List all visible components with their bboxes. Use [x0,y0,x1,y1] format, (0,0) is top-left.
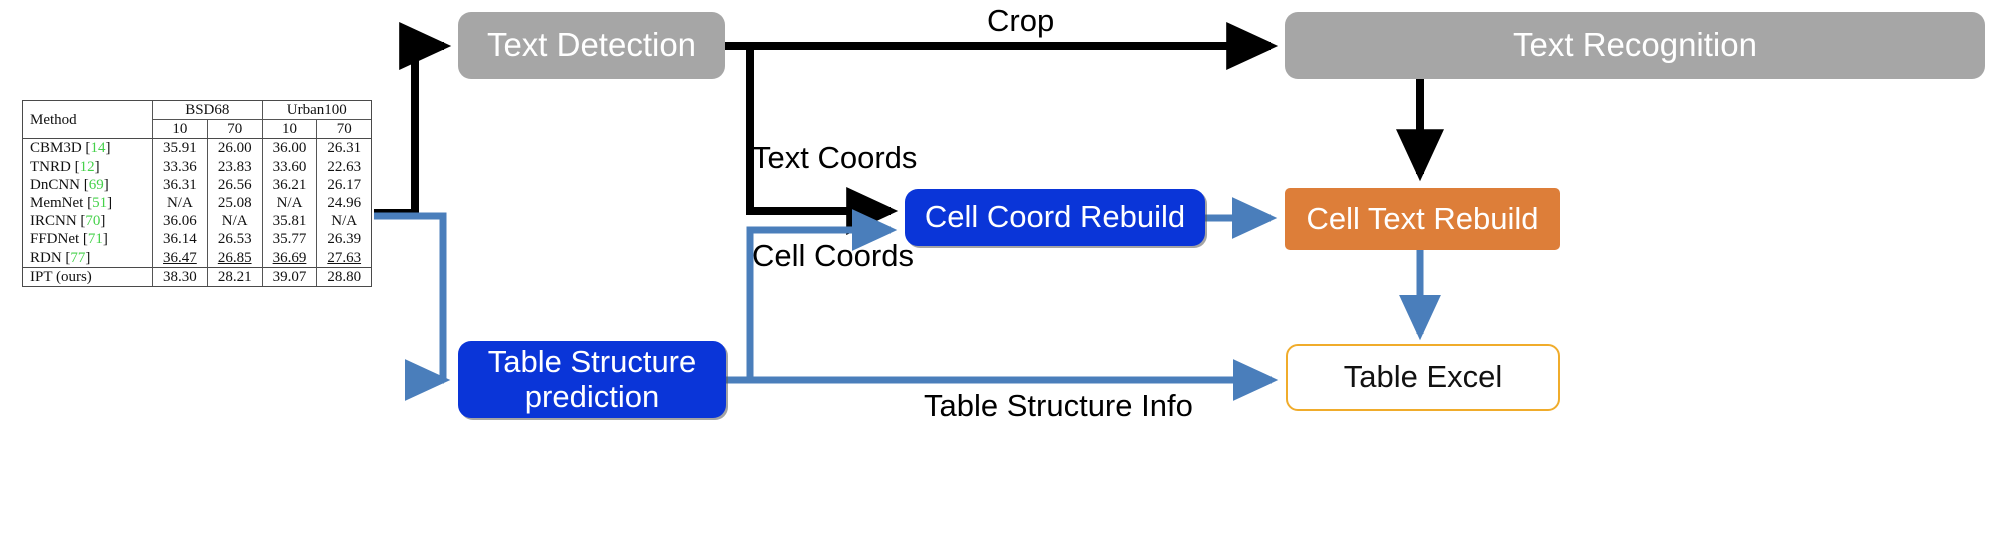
cell-value: 27.63 [316,248,371,268]
table-sub-header-row: 10 70 10 70 [23,119,371,140]
citation-ref: 14 [90,140,106,157]
header-group-bsd68: BSD68 [152,101,263,121]
node-cell-coord-rebuild[interactable]: Cell Coord Rebuild [905,189,1205,246]
cell-method: DnCNN [69] [30,176,109,193]
subheader-bsd68-10: 10 [152,119,208,140]
edge-text-coords [746,46,899,235]
node-text-recognition[interactable]: Text Recognition [1285,12,1985,79]
edge-table-to-structure-prediction [374,212,451,401]
cell-value: N/A [206,212,263,231]
cell-value-text: 27.63 [327,249,362,266]
cell-method: IPT (ours) [23,266,153,286]
results-table: Method BSD68 Urban100 10 70 10 70 CBM3D … [23,101,371,286]
edge-table-to-text-detection [374,22,452,217]
cell-value: 28.21 [206,266,263,286]
cell-value: 35.91 [152,138,208,158]
cell-value-text: 36.47 [163,249,197,266]
node-cell-text-rebuild-label: Cell Text Rebuild [1306,200,1539,236]
node-text-detection[interactable]: Text Detection [458,12,725,79]
table-body: Method BSD68 Urban100 10 70 10 70 [23,101,371,140]
cell-value: 36.47 [152,248,208,268]
cell-method: IRCNN [70] [30,213,106,230]
citation-ref: 77 [70,249,86,266]
cell-value: 36.14 [152,230,208,249]
cell-value: 36.69 [261,248,317,268]
node-cell-coord-rebuild-label: Cell Coord Rebuild [924,199,1186,235]
cell-value: 36.31 [152,175,208,194]
table-group-header-row: Method BSD68 Urban100 [23,101,371,140]
header-group-urban100: Urban100 [261,101,371,121]
node-text-detection-label: Text Detection [486,26,697,64]
edge-label-text-coords: Text Coords [752,140,918,175]
source-table-image: Method BSD68 Urban100 10 70 10 70 CBM3D … [22,100,372,287]
cell-value: 33.36 [152,157,208,176]
node-cell-text-rebuild[interactable]: Cell Text Rebuild [1285,188,1560,250]
cell-value: 26.17 [316,175,371,194]
edge-label-cell-coords: Cell Coords [752,238,914,273]
cell-value-text: 36.69 [272,249,307,266]
cell-value: 26.39 [316,230,371,249]
cell-value: 25.08 [206,193,263,213]
node-text-recognition-label: Text Recognition [1513,26,1757,64]
citation-ref: 71 [87,231,103,248]
cell-method: TNRD [12] [30,158,100,175]
edge-label-table-structure-info: Table Structure Info [924,388,1193,423]
cell-method: FFDNet [71] [30,231,108,248]
subheader-urban100-10: 10 [261,119,317,140]
cell-value: 28.80 [316,266,371,286]
cell-value: N/A [261,193,317,213]
citation-ref: 70 [85,213,101,230]
edge-label-crop: Crop [987,3,1055,38]
cell-value: 23.83 [206,157,263,176]
node-table-excel-label: Table Excel [1343,359,1503,395]
node-table-excel[interactable]: Table Excel [1286,344,1560,411]
cell-value: 24.96 [316,193,371,213]
cell-value: 36.00 [261,138,317,158]
header-method: Method [23,101,153,140]
cell-value: 39.07 [261,266,317,286]
cell-method: MemNet [51] [30,194,113,211]
cell-value: 36.06 [152,212,208,231]
cell-value: N/A [316,212,371,231]
cell-value: 33.60 [261,157,317,176]
cell-value: 36.21 [261,175,317,194]
cell-value: 35.81 [261,212,317,231]
subheader-bsd68-70: 70 [206,119,263,140]
cell-method: CBM3D [14] [23,138,153,158]
cell-value: 35.77 [261,230,317,249]
node-table-structure-prediction-line1: Table Structure [487,343,697,379]
node-table-structure-prediction[interactable]: Table Structure prediction [458,341,726,418]
cell-value-text: 26.85 [217,249,252,266]
cell-method: RDN [77] [30,249,91,266]
cell-value: N/A [152,193,208,213]
citation-ref: 51 [92,194,108,211]
cell-value: 26.00 [206,138,263,158]
cell-value: 26.85 [206,248,263,268]
table-row: RDN [77] 36.47 26.85 36.69 27.63 [23,248,371,268]
citation-ref: 12 [79,158,95,175]
cell-value: 26.53 [206,230,263,249]
subheader-urban100-70: 70 [316,119,371,140]
citation-ref: 69 [88,176,104,193]
cell-value: 38.30 [152,266,208,286]
cell-value: 22.63 [316,157,371,176]
cell-value: 26.56 [206,175,263,194]
node-table-structure-prediction-line2: prediction [524,378,660,414]
cell-value: 26.31 [316,138,371,158]
